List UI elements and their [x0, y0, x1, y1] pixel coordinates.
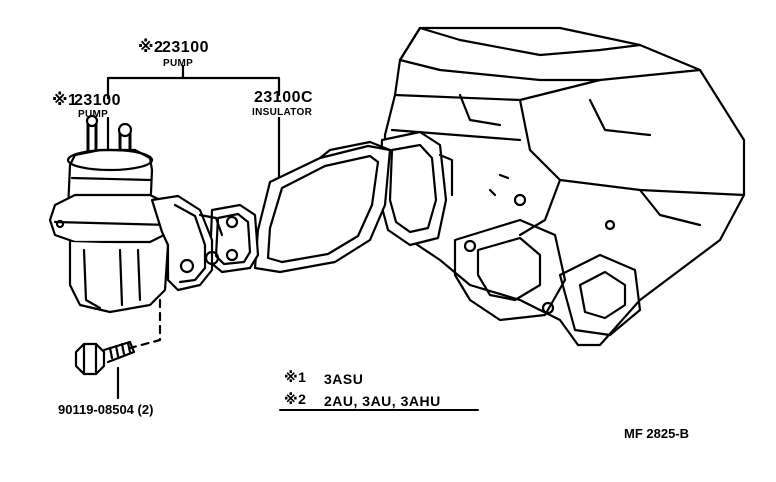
legend-1-text: 3ASU: [324, 371, 364, 387]
pump2-name: PUMP: [163, 58, 194, 69]
pump1-mark: ※1: [52, 92, 78, 109]
pump1-part-number: 23100: [74, 92, 121, 109]
insulator-name: INSULATOR: [252, 107, 313, 118]
pump2-mark: ※2: [138, 39, 164, 56]
insulator-part-number: 23100C: [254, 89, 314, 106]
bolt-dashed-path: [128, 298, 162, 350]
engine-block: [383, 26, 746, 347]
legend-2-text: 2AU, 3AU, 3AHU: [324, 393, 441, 409]
bolt: [74, 340, 136, 376]
figure-code: MF 2825-B: [624, 426, 690, 441]
insulator-gasket: [253, 140, 392, 274]
leader-lines: [106, 64, 281, 400]
spacer: [208, 203, 260, 274]
fuel-pump: [48, 114, 224, 314]
bolt-part-number: 90119-08504 (2): [58, 402, 154, 417]
mounting-boss: [378, 130, 454, 247]
pump2-part-number: 23100: [162, 39, 209, 56]
legend-2-mark: ※2: [284, 391, 307, 407]
pump2-bracket-line: [106, 76, 281, 100]
legend-1-mark: ※1: [284, 369, 307, 385]
pump1-name: PUMP: [78, 109, 109, 120]
